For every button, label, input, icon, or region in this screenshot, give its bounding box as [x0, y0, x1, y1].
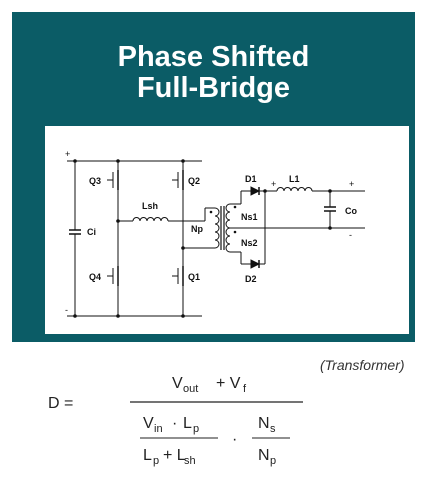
- title-line-2: Full-Bridge: [136, 72, 291, 104]
- np-winding: [214, 207, 220, 249]
- ns-winding: [225, 203, 231, 253]
- output-minus-label: -: [349, 230, 352, 240]
- diagram-title: Phase Shifted Full-Bridge: [12, 42, 415, 104]
- co-label: Co: [345, 206, 357, 216]
- circuit-schematic: + - + + - Q3 Q2 Q4 Q1 Ci Lsh Np Ns1 Ns2 …: [45, 126, 409, 334]
- dot-np: [209, 210, 213, 214]
- node-left-mid: [116, 219, 120, 223]
- q4-label: Q4: [89, 272, 101, 282]
- q2-label: Q2: [188, 176, 200, 186]
- plus-lsh: + L: [163, 447, 186, 464]
- numerator-vout-v: V: [172, 375, 183, 392]
- numerator-plus-vf: + V: [216, 375, 241, 392]
- node-right-mid: [181, 246, 185, 250]
- ns1-label: Ns1: [241, 212, 258, 222]
- dot-vin-lp: ·: [172, 415, 177, 432]
- node-d1d2: [263, 189, 267, 193]
- circuit-svg: + - + + - Q3 Q2 Q4 Q1 Ci Lsh Np Ns1 Ns2 …: [65, 149, 365, 318]
- numerator-vout-sub: out: [183, 383, 198, 395]
- np-n: N: [258, 447, 270, 464]
- ci-label: Ci: [87, 227, 96, 237]
- d1-label: D1: [245, 174, 257, 184]
- l1-plus-label: +: [271, 179, 276, 189]
- np-sub: p: [270, 455, 276, 467]
- ns-n: N: [258, 415, 270, 432]
- transformer-note: (Transformer): [320, 357, 405, 373]
- q1-label: Q1: [188, 272, 200, 282]
- d1-diode: [250, 186, 261, 196]
- node-q3: [116, 159, 120, 163]
- lp2-sub: p: [153, 455, 159, 467]
- q3-label: Q3: [89, 176, 101, 186]
- output-plus-label: +: [349, 179, 354, 189]
- lp-sub: p: [193, 423, 199, 435]
- node-q1: [181, 314, 185, 318]
- lsh-label: Lsh: [142, 201, 158, 211]
- title-panel: Phase Shifted Full-Bridge: [12, 12, 415, 342]
- ns-sub: s: [270, 423, 276, 435]
- lp-l: L: [183, 415, 192, 432]
- title-line-1: Phase Shifted: [117, 41, 310, 73]
- lsh-inductor: [132, 217, 169, 222]
- vin-sub: in: [154, 423, 163, 435]
- dot-ns2: [233, 230, 237, 234]
- vin-v: V: [143, 415, 154, 432]
- node-co-bottom: [328, 226, 332, 230]
- node-q2: [181, 159, 185, 163]
- numerator-vf-sub: f: [243, 383, 247, 395]
- dot-ns1: [233, 205, 237, 209]
- np-label: Np: [191, 224, 203, 234]
- input-plus-label: +: [65, 149, 70, 159]
- node-ci-bottom: [73, 314, 77, 318]
- d2-diode: [250, 259, 261, 269]
- node-q4: [116, 314, 120, 318]
- node-co-top: [328, 189, 332, 193]
- lsh-sub: sh: [184, 455, 196, 467]
- input-minus-label: -: [65, 305, 68, 315]
- lp2-l: L: [143, 447, 152, 464]
- ns2-label: Ns2: [241, 238, 258, 248]
- formula-lhs: D =: [48, 395, 73, 412]
- d2-label: D2: [245, 274, 257, 284]
- node-ci-top: [73, 159, 77, 163]
- l1-label: L1: [289, 174, 300, 184]
- l1-inductor: [276, 187, 313, 192]
- dot-between-fractions: ·: [232, 431, 237, 448]
- duty-cycle-formula: (Transformer) D = V out + V f V in · L p…: [48, 357, 405, 467]
